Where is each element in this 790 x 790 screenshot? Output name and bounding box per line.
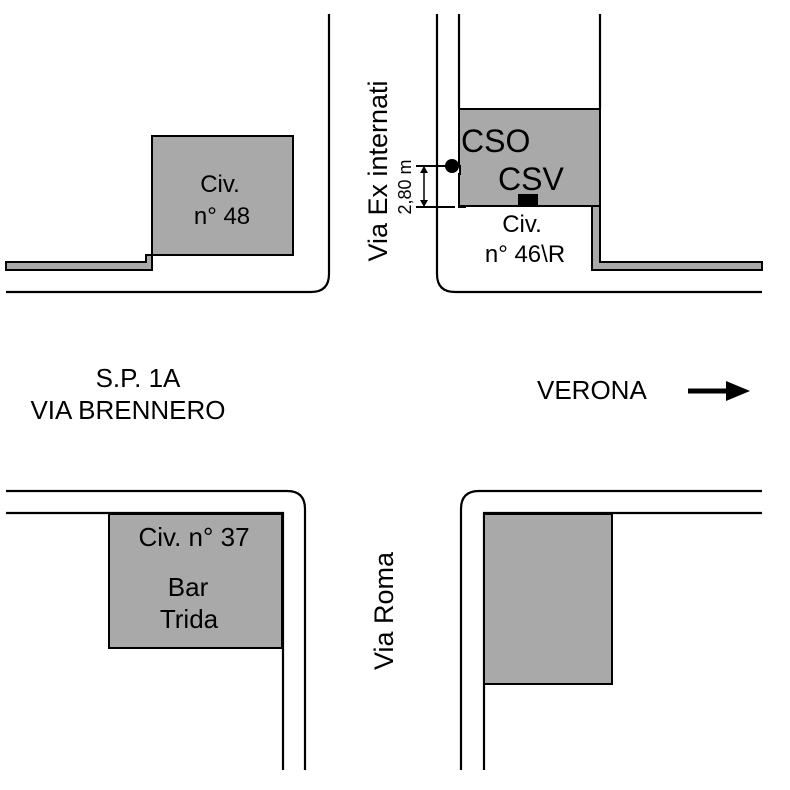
curb-bottom-right-outer — [459, 489, 762, 770]
dimension-arrow-bottom — [420, 200, 428, 207]
building-civ-48-label-1: Civ. — [200, 171, 240, 198]
cso-label: CSO — [461, 123, 530, 159]
dimension-arrow-top — [420, 166, 428, 173]
block-bottom-right — [459, 489, 762, 770]
building-civ-37-label: Civ. n° 37 — [138, 522, 249, 552]
block-top-left: Civ. n° 48 — [5, 14, 331, 294]
direction-label-verona: VERONA — [537, 375, 647, 405]
bar-label-1: Bar — [168, 572, 209, 602]
bar-label-2: Trida — [160, 604, 219, 634]
building-civ-48-label-2: n° 48 — [194, 203, 250, 230]
road-label-sp-1a: S.P. 1A — [96, 363, 181, 393]
dimension-label: 2,80 m — [395, 159, 415, 214]
building-civ-46-label-2: n° 46\R — [485, 241, 565, 268]
block-top-right: CSO CSV Civ. n° 46\R — [435, 14, 763, 294]
cso-marker — [445, 159, 459, 173]
building-civ-37 — [108, 513, 283, 649]
building-civ-48 — [151, 135, 294, 256]
building-bottom-right — [483, 513, 613, 685]
building-civ-46 — [458, 108, 601, 207]
block-bottom-left: Civ. n° 37 Bar Trida — [6, 489, 307, 770]
building-civ-46-label-1: Civ. — [502, 211, 542, 238]
dimension-marker: 2,80 m — [395, 159, 466, 215]
curb-top-right-outer — [435, 14, 762, 294]
street-label-via-ex-internati: Via Ex internati — [363, 80, 393, 261]
sidewalk-strip-top-left — [5, 254, 153, 271]
road-label-via-brennero: VIA BRENNERO — [30, 395, 225, 425]
street-label-via-roma: Via Roma — [369, 551, 399, 670]
csv-marker — [518, 194, 538, 206]
arrow-right-icon — [688, 381, 750, 401]
csv-label: CSV — [498, 161, 564, 197]
curb-top-left-outer — [6, 14, 331, 294]
curb-bottom-left-outer — [6, 489, 307, 770]
sidewalk-strip-top-right — [591, 205, 763, 271]
